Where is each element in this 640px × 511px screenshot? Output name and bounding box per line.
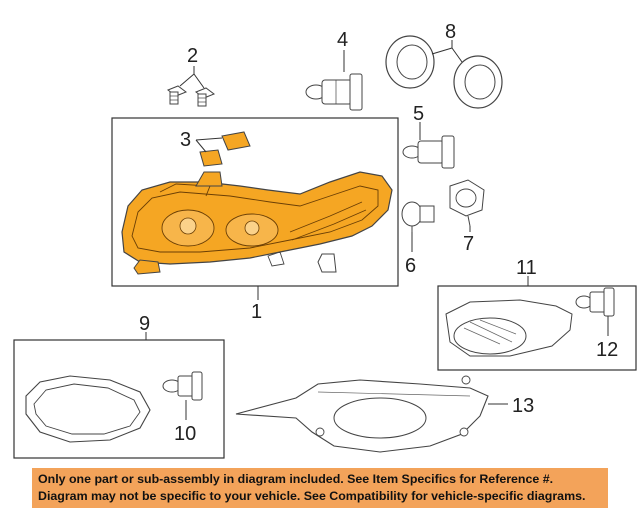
bolt-right [194, 87, 216, 107]
fog-lamp-left-group [13, 339, 225, 459]
callout-1: 1 [251, 301, 262, 323]
callout-9: 9 [139, 313, 150, 335]
bulb-6-group [401, 201, 435, 232]
fog-lamp-right-group [437, 285, 637, 371]
callout-13: 13 [512, 395, 534, 417]
bulb-4-group [305, 73, 363, 111]
headlamp-box [111, 117, 399, 287]
callout-2: 2 [187, 45, 198, 67]
headlamp-signal-strip [289, 201, 363, 233]
ring-8-group [385, 35, 503, 109]
disclaimer-banner: Only one part or sub-assembly in diagram… [32, 468, 608, 508]
fog-lamp-left-housing [25, 375, 151, 443]
headlamp-signal-strip-2 [291, 209, 367, 241]
fog-lamp-right-box [437, 285, 637, 371]
fog-lamp-left-lens [33, 383, 141, 435]
headlamp-mount-tab-mid [267, 251, 285, 267]
clip-lower [199, 149, 223, 167]
headlamp-bulb-mid [244, 220, 260, 236]
headlamp-mount-tab-bottom-left [133, 259, 161, 275]
fog-lamp-left-box [13, 339, 225, 459]
callout-3: 3 [180, 129, 191, 151]
headlamp-lens-outline [131, 185, 379, 253]
socket-7-group [449, 179, 485, 227]
bezel-13-group [235, 375, 489, 453]
headlamp-top-ridge [159, 183, 211, 197]
disclaimer-line-2: Diagram may not be specific to your vehi… [38, 489, 586, 503]
callout-6: 6 [405, 255, 416, 277]
callout-12: 12 [596, 339, 618, 361]
clip-upper [221, 131, 251, 151]
disclaimer-line-1: Only one part or sub-assembly in diagram… [38, 472, 554, 486]
leader-lines [145, 40, 609, 420]
callout-8: 8 [445, 21, 456, 43]
callout-11: 11 [516, 257, 537, 279]
headlamp-bulb-left [179, 217, 197, 235]
bulb-10-group [162, 371, 203, 401]
bulb-5-group [402, 135, 455, 169]
callout-labels: 1 2 3 4 5 6 7 8 9 10 11 12 13 [139, 21, 618, 445]
ring-8-left-inner [396, 44, 428, 80]
headlamp-mount-tab-bottom-right [317, 253, 337, 273]
callout-4: 4 [337, 29, 348, 51]
bulb-12-group [575, 287, 615, 317]
fog-lamp-right-lens [453, 317, 527, 355]
headlamp-assembly-group [111, 117, 399, 287]
bezel-opening [333, 397, 427, 439]
ring-8-right-inner [464, 64, 496, 100]
callout-10: 10 [174, 423, 196, 445]
headlamp-mount-tab-top [195, 171, 223, 187]
callout-5: 5 [413, 103, 424, 125]
bolts-group [166, 85, 216, 107]
callout-7: 7 [463, 233, 474, 255]
bolt-left [166, 85, 188, 105]
